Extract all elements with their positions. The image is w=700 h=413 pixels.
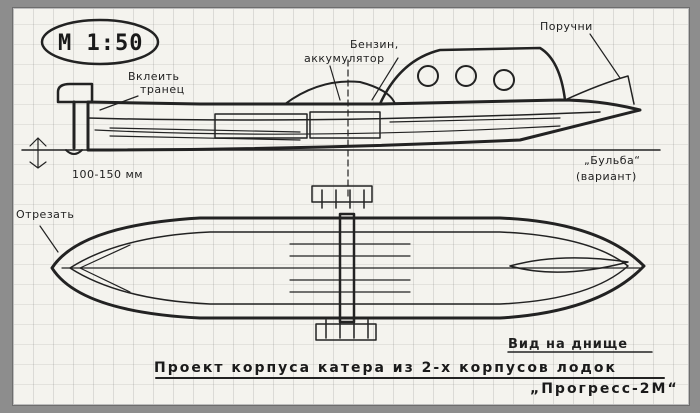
joint-hatching — [289, 243, 411, 293]
scale-oval — [40, 18, 160, 66]
leader-cut — [39, 225, 59, 253]
label-bottom-view: Вид на днище — [508, 337, 628, 352]
title-line-2: „Прогресс-2М“ — [530, 381, 679, 397]
leader-handrails — [589, 33, 621, 79]
leader-transom — [99, 95, 139, 111]
scale-label: М 1:50 — [58, 31, 143, 56]
side-hull — [86, 98, 642, 152]
label-handrails: Поручни — [540, 20, 593, 33]
title-line-1: Проект корпуса катера из 2-х корпусов ло… — [154, 360, 617, 376]
side-hull-line — [87, 111, 601, 121]
outer-hull-outline — [50, 216, 646, 320]
graph-paper-sheet — [12, 7, 690, 406]
top-arrow-box — [311, 185, 373, 203]
leader-fuel — [329, 57, 399, 101]
propeller-icon — [65, 149, 83, 155]
label-bulb-2: (вариант) — [576, 170, 637, 183]
outboard-motor — [56, 82, 94, 104]
top-arrows — [321, 189, 365, 209]
label-cut: Отрезать — [16, 208, 74, 221]
windshield — [284, 80, 396, 105]
label-depth: 100-150 мм — [72, 168, 143, 181]
side-view — [21, 46, 661, 201]
bulb-shape — [509, 257, 629, 273]
interior-box-1 — [214, 113, 308, 139]
inner-hull-outline — [69, 231, 629, 305]
interior-box-2 — [309, 111, 381, 139]
label-bulb-1: „Бульба“ — [584, 154, 641, 167]
cabin-roof — [378, 46, 567, 106]
bow-rail — [564, 75, 635, 105]
porthole-3 — [493, 69, 515, 91]
label-glue-transom-2: транец — [140, 83, 185, 96]
label-fuel-2: аккумулятор — [304, 52, 385, 65]
bottom-arrows — [325, 319, 369, 339]
bottom-arrow-box — [315, 323, 377, 341]
porthole-2 — [455, 65, 477, 87]
label-glue-transom-1: Вклеить — [128, 70, 180, 83]
depth-arrows — [29, 137, 47, 169]
porthole-1 — [417, 65, 439, 87]
hull-joint — [338, 212, 356, 324]
label-fuel-1: Бензин, — [350, 38, 399, 51]
bottom-view — [39, 185, 646, 341]
side-view-labels: Вклеить транец Бензин, аккумулятор Поруч… — [72, 20, 641, 183]
